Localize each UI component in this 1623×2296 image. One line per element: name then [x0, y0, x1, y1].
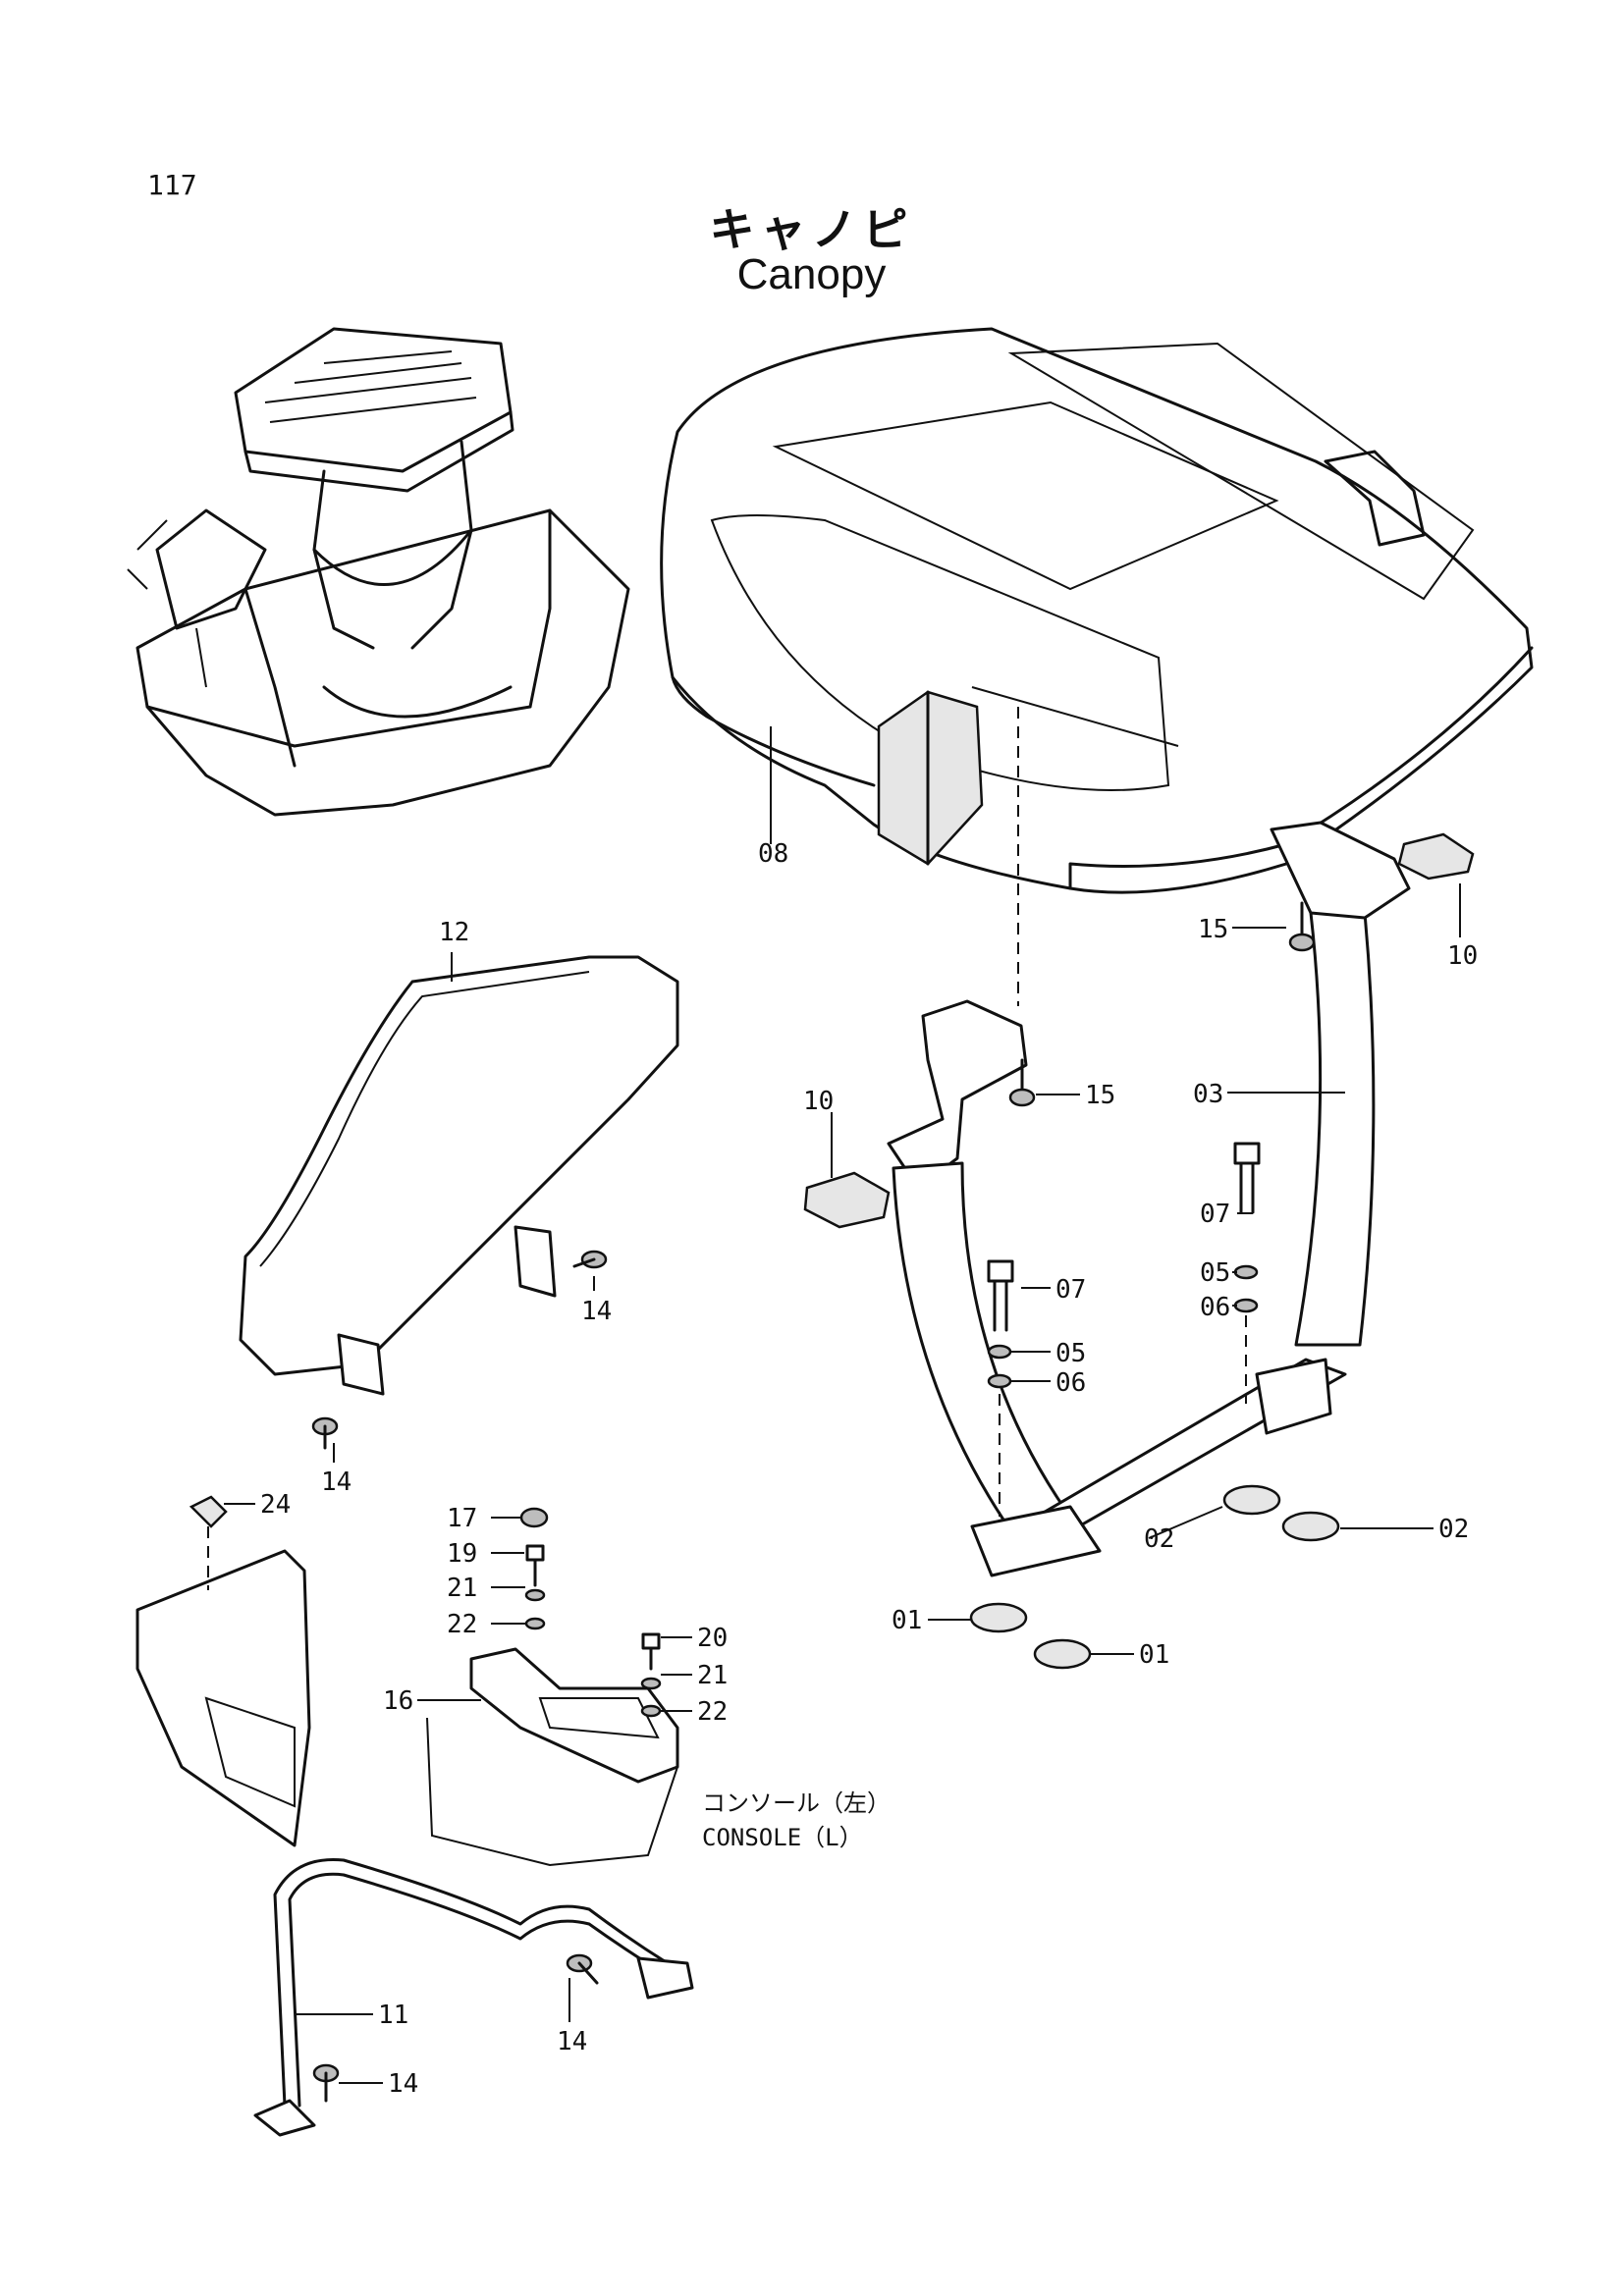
label-15-top: 15	[1198, 915, 1228, 944]
label-02-left: 02	[1144, 1524, 1174, 1554]
label-21-right: 21	[697, 1661, 728, 1690]
console-caption-english: CONSOLE（L）	[702, 1824, 863, 1851]
bolt-14-rail-upper	[566, 1953, 599, 1985]
label-05-right: 05	[1200, 1258, 1230, 1288]
label-15-mid: 15	[1085, 1081, 1115, 1110]
label-12: 12	[439, 918, 469, 947]
bolt-15-top	[1288, 901, 1316, 952]
bolt-14-rail-lower	[312, 2063, 340, 2103]
overview-illustration	[127, 327, 630, 817]
side-guard-12	[239, 955, 679, 1396]
bolt-14-lower	[311, 1416, 339, 1450]
label-20: 20	[697, 1624, 728, 1653]
support-frame-03	[892, 821, 1411, 1577]
label-06-right: 06	[1200, 1293, 1230, 1322]
title-japanese: キャノピ	[709, 203, 914, 256]
label-17: 17	[447, 1504, 477, 1533]
label-08: 08	[758, 839, 788, 869]
label-11: 11	[378, 2001, 408, 2030]
bolt-07-left	[987, 1259, 1014, 1332]
label-01-right: 01	[1139, 1640, 1169, 1670]
left-bracket	[887, 999, 1028, 1190]
bolt-15-mid	[1008, 1058, 1036, 1107]
label-19: 19	[447, 1539, 477, 1569]
label-14-guard-upper: 14	[581, 1297, 612, 1326]
label-21-left: 21	[447, 1574, 477, 1603]
label-14-rail-lower: 14	[388, 2069, 418, 2099]
label-06-left: 06	[1055, 1368, 1086, 1398]
clip-24	[189, 1495, 228, 1590]
floor-panel	[135, 1549, 311, 1847]
label-07-left: 07	[1055, 1275, 1086, 1305]
console-small-parts	[519, 1507, 662, 1718]
hand-rail-11	[253, 1857, 694, 2137]
label-10-right: 10	[1447, 941, 1478, 971]
title-english: Canopy	[736, 250, 887, 298]
label-16: 16	[383, 1686, 413, 1716]
label-05-left: 05	[1055, 1339, 1086, 1368]
label-24: 24	[260, 1490, 291, 1520]
cap-10-left	[803, 1171, 891, 1229]
bolt-07-right	[1233, 1142, 1261, 1214]
label-10-left: 10	[803, 1087, 834, 1116]
leader-lines	[224, 726, 1461, 2084]
canopy-top-08	[660, 327, 1534, 894]
label-02-right: 02	[1438, 1515, 1469, 1544]
label-22-right: 22	[697, 1697, 728, 1727]
console-caption-japanese: コンソール（左）	[702, 1789, 891, 1817]
label-01-left: 01	[892, 1606, 922, 1635]
label-22-left: 22	[447, 1610, 477, 1639]
cap-10-right	[1397, 832, 1475, 881]
console-16	[426, 1647, 679, 1867]
bolt-14-upper	[572, 1250, 608, 1269]
label-03: 03	[1193, 1080, 1223, 1109]
page-number: 117	[147, 169, 197, 201]
mount-rubbers	[969, 1484, 1340, 1670]
label-14-rail-upper: 14	[557, 2027, 587, 2056]
label-14-guard-lower: 14	[321, 1468, 352, 1497]
label-07-right: 07	[1200, 1200, 1230, 1229]
